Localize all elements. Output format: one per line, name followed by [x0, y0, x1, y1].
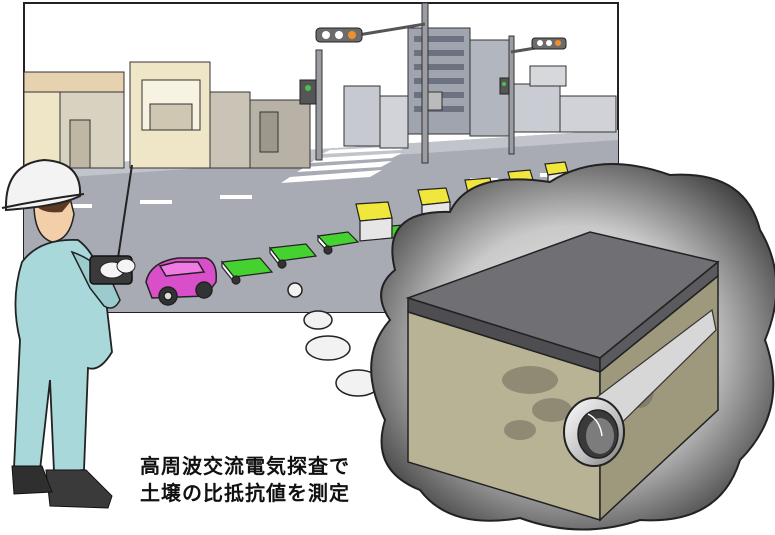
caption-line-2: 土壌の比抵抗値を測定 — [140, 481, 350, 505]
traffic-light-icon — [299, 2, 443, 164]
soil-cross-section — [405, 231, 720, 522]
buildings-right — [343, 27, 617, 149]
traffic-light-icon — [499, 35, 567, 155]
caption-line-1: 高周波交流電気探査で — [140, 454, 350, 478]
buildings-left — [23, 61, 311, 169]
pipe-icon — [563, 308, 717, 467]
remote-controller-icon — [89, 255, 136, 285]
operator-figure — [1, 158, 136, 509]
tow-car — [145, 257, 218, 306]
